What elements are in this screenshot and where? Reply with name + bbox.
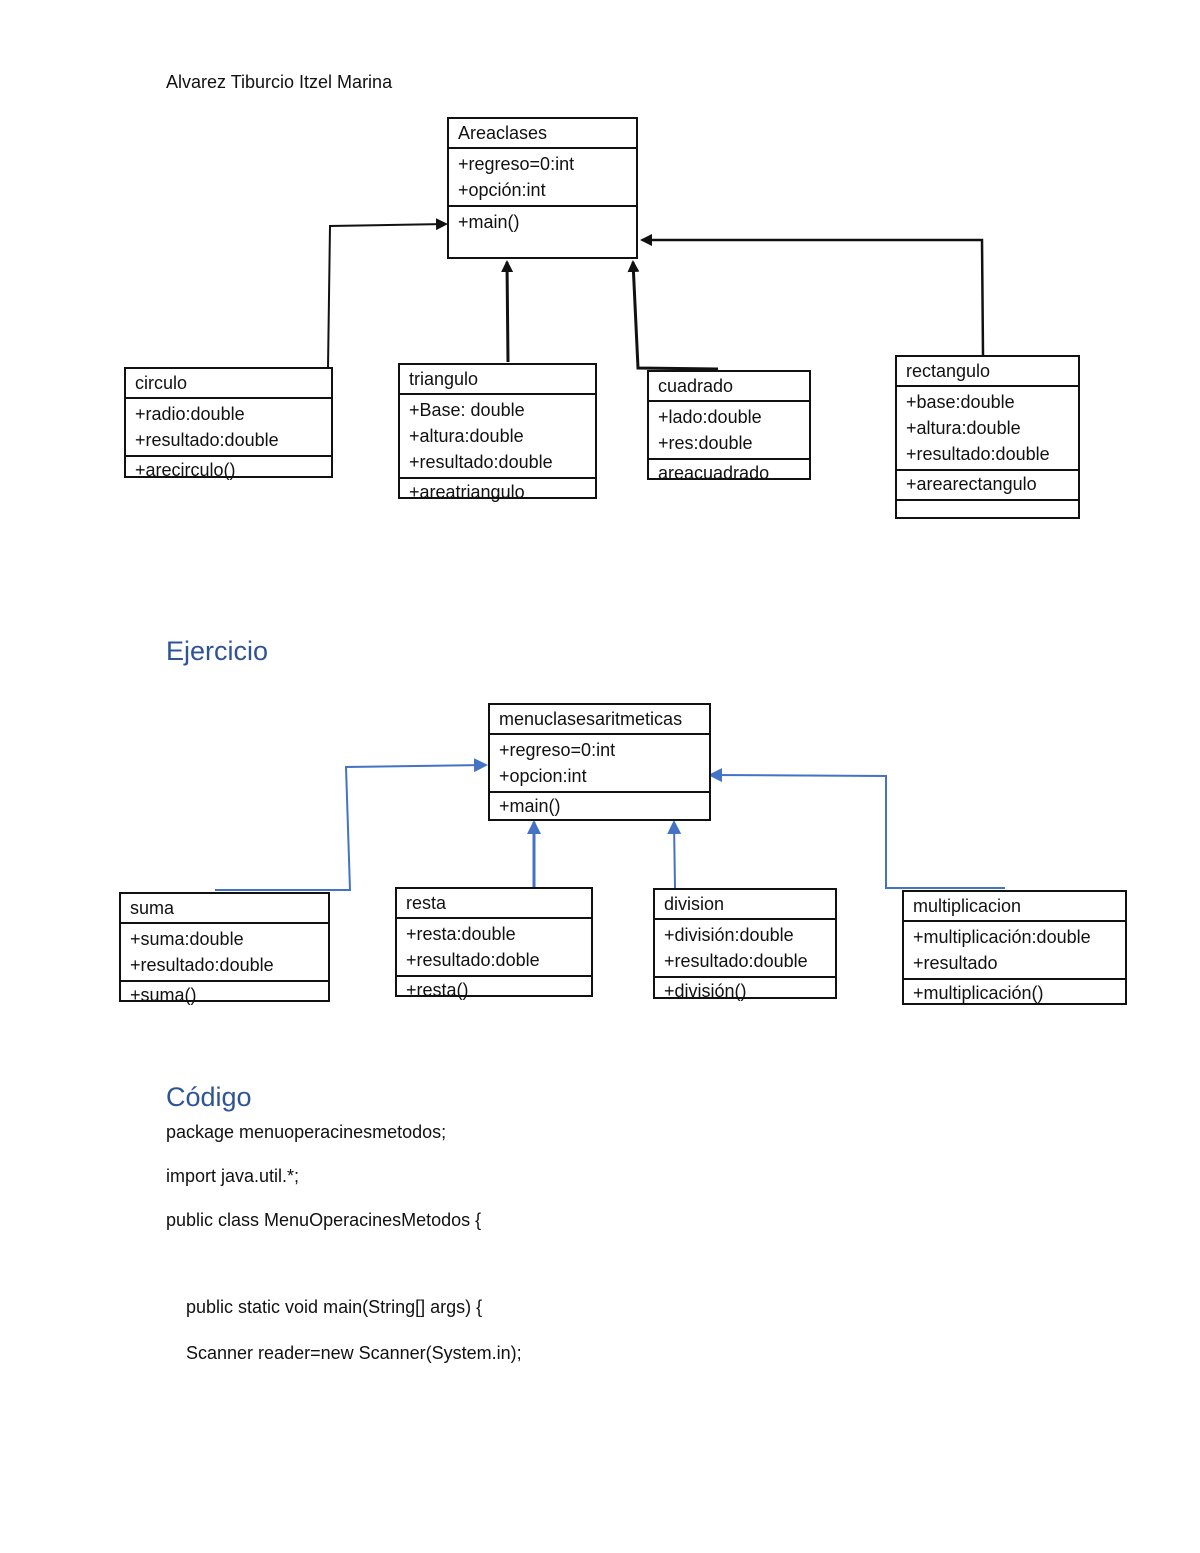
class-resta: resta +resta:double +resultado:doble +re… [395,887,593,1000]
attribute: +suma:double [130,929,244,949]
triangulo-inheritance-line [501,260,514,363]
attribute: +opcion:int [499,766,587,786]
attribute: +resultado:double [906,444,1050,464]
attributes-section: +base:double +altura:double +resultado:d… [897,385,1078,469]
method: +arearectangulo [906,474,1037,494]
method: +main() [499,796,561,816]
empty-section [897,499,1078,527]
attribute: +resta:double [406,924,516,944]
attribute: +altura:double [906,418,1021,438]
attribute: +regreso=0:int [499,740,616,760]
attribute: +altura:double [409,426,524,446]
attribute: +multiplicación:double [913,927,1091,947]
attribute: +radio:double [135,404,245,424]
class-name: multiplicacion [913,896,1022,916]
attributes-section: +radio:double +resultado:double [126,397,331,455]
code-line: Scanner reader=new Scanner(System.in); [166,1343,522,1363]
method: +multiplicación() [913,983,1044,1003]
attribute: +res:double [658,433,753,453]
class-name: resta [406,893,447,913]
attribute: +resultado [913,953,998,973]
attributes-section: +multiplicación:double +resultado [904,920,1125,978]
attribute: +lado:double [658,407,762,427]
methods-section: +resta() [397,975,591,1005]
class-name: triangulo [409,369,479,389]
attributes-section: +suma:double +resultado:double [121,922,328,980]
attribute: +resultado:doble [406,950,540,970]
method: +suma() [130,985,197,1005]
attribute: +división:double [664,925,794,945]
class-name: menuclasesaritmeticas [499,709,683,729]
class-menuclasesaritmeticas: menuclasesaritmeticas +regreso=0:int +op… [488,703,711,821]
code-line: public class MenuOperacinesMetodos { [166,1210,482,1230]
method: +arecirculo() [135,460,236,480]
code-line: package menuoperacinesmetodos; [166,1122,447,1142]
class-name: cuadrado [658,376,734,396]
attributes-section: +división:double +resultado:double [655,918,835,976]
attributes-section: +regreso=0:int +opción:int [449,147,636,205]
methods-section: +main() [490,791,709,821]
class-triangulo: triangulo +Base: double +altura:double +… [398,363,597,502]
methods-section: +arearectangulo [897,469,1078,499]
methods-section: areacuadrado [649,458,809,488]
methods-section: +areatriangulo [400,477,595,507]
section-heading-codigo: Código [166,1082,252,1112]
attributes-section: +lado:double +res:double [649,400,809,458]
code-line: public static void main(String[] args) { [166,1297,483,1317]
attribute: +opción:int [458,180,546,200]
class-name: suma [130,898,175,918]
attributes-section: +Base: double +altura:double +resultado:… [400,393,595,477]
method: +areatriangulo [409,482,525,502]
class-multiplicacion: multiplicacion +multiplicación:double +r… [902,890,1127,1005]
attribute: +resultado:double [135,430,279,450]
rectangulo-inheritance-line [640,234,985,356]
methods-section: +multiplicación() [904,978,1125,1008]
method: areacuadrado [658,463,770,483]
author-name: Alvarez Tiburcio Itzel Marina [166,72,393,92]
class-name: division [664,894,725,914]
methods-section: +división() [655,976,835,1006]
methods-section: +main() [449,205,636,237]
multiplicacion-inheritance-line [708,768,1005,889]
attribute: +resultado:double [409,452,553,472]
attribute: +resultado:double [664,951,808,971]
circulo-inheritance-line [205,218,448,369]
section-heading-ejercicio: Ejercicio [166,636,269,666]
method: +división() [664,981,747,1001]
method: +main() [458,212,520,232]
class-name: rectangulo [906,361,991,381]
methods-section: +suma() [121,980,328,1010]
class-cuadrado: cuadrado +lado:double +res:double areacu… [647,370,811,483]
class-division: division +división:double +resultado:dou… [653,888,837,1001]
code-line: import java.util.*; [166,1166,300,1186]
class-suma: suma +suma:double +resultado:double +sum… [119,892,330,1005]
class-circulo: circulo +radio:double +resultado:double … [124,367,333,480]
attribute: +base:double [906,392,1015,412]
class-name: Areaclases [458,123,548,143]
class-rectangulo: rectangulo +base:double +altura:double +… [895,355,1080,519]
attribute: +regreso=0:int [458,154,575,174]
attributes-section: +resta:double +resultado:doble [397,917,591,975]
class-name: circulo [135,373,188,393]
method: +resta() [406,980,469,1000]
attribute: +Base: double [409,400,525,420]
cuadrado-inheritance-line [627,260,719,371]
attributes-section: +regreso=0:int +opcion:int [490,733,709,791]
methods-section: +arecirculo() [126,455,331,485]
class-areaclases: Areaclases +regreso=0:int +opción:int +m… [447,117,638,259]
division-inheritance-line [667,820,682,889]
attribute: +resultado:double [130,955,274,975]
suma-inheritance-line [215,758,488,891]
